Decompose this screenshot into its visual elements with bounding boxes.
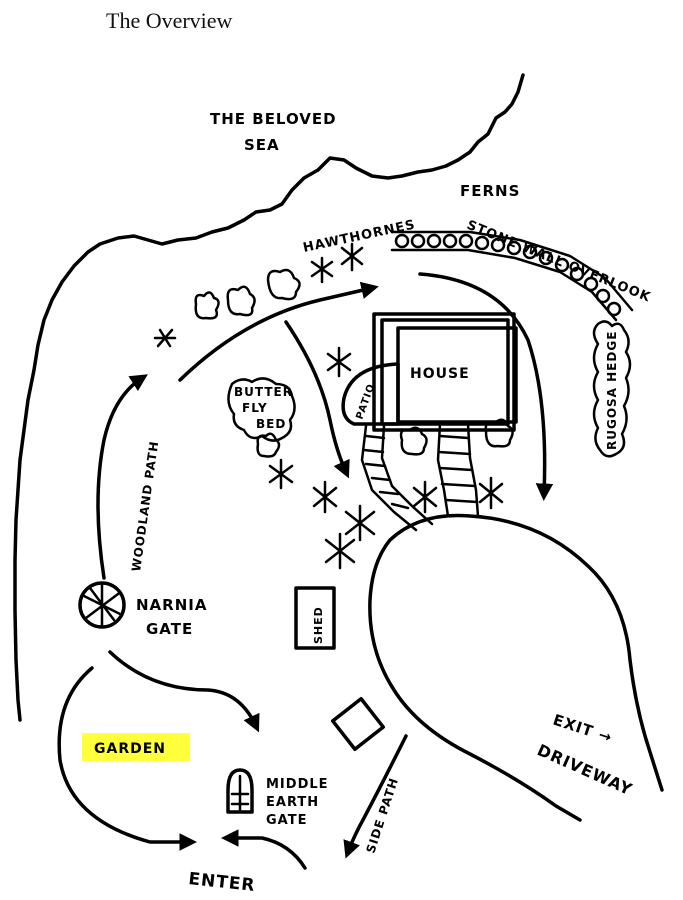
label-stone-wall-overlook: STONE WALL OVERLOOK	[465, 218, 653, 306]
page-title: The Overview	[106, 8, 233, 33]
driveway-boundary	[368, 513, 664, 822]
arrow-side-path	[343, 734, 408, 859]
label-butterfly-bed: BUTTER FLY BED	[234, 385, 298, 431]
label-rugosa-hedge: RUGOSA HEDGE	[605, 331, 619, 450]
stone-path-right-stones	[437, 434, 479, 504]
shed-outline	[294, 586, 336, 650]
patio-outline	[341, 362, 400, 426]
label-house: HOUSE	[410, 366, 470, 382]
label-butterfly-line3: BED	[256, 417, 286, 431]
narnia-gate-icon	[78, 581, 126, 629]
arrow-overlook-to-hedge	[418, 272, 554, 501]
garden-highlight	[82, 733, 190, 761]
label-sea-line1: THE BELOVED	[210, 110, 337, 128]
label-narnia-line2: GATE	[146, 620, 193, 638]
stone-wall	[390, 230, 634, 322]
shrubs-dark	[153, 242, 504, 570]
label-narnia-line1: NARNIA	[136, 596, 207, 614]
label-sea: THE BELOVED SEA	[210, 110, 343, 154]
arrow-narnia-to-shed	[108, 650, 260, 733]
label-narnia-gate: NARNIA GATE	[136, 596, 214, 638]
label-garden: GARDEN	[94, 741, 166, 757]
arrow-woodland-path	[96, 374, 148, 580]
label-middle-earth-line1: MIDDLE	[266, 777, 329, 792]
label-shed: SHED	[312, 606, 325, 644]
label-middle-earth-gate: MIDDLE EARTH GATE	[266, 777, 334, 828]
middle-earth-gate-icon	[226, 768, 254, 814]
label-butterfly-line2: FLY	[242, 401, 268, 415]
rugosa-hedge-outline	[592, 320, 632, 458]
arrow-enter-to-garden	[57, 666, 197, 851]
label-ferns: FERNS	[460, 182, 520, 200]
label-middle-earth-line3: GATE	[266, 813, 307, 828]
coastline	[13, 73, 525, 722]
arrow-to-hawthornes	[178, 281, 379, 382]
arrow-butterfly-to-house	[284, 320, 350, 479]
stone-path-left	[360, 424, 434, 532]
shrubs-leafy	[194, 268, 514, 458]
butterfly-bed-outline	[227, 377, 296, 442]
label-sea-line2: SEA	[244, 136, 280, 154]
label-enter: ENTER	[187, 869, 256, 896]
stone-path-left-stones	[362, 434, 410, 510]
label-woodland-path: WOODLAND PATH	[129, 440, 161, 573]
arrow-to-middle-earth	[221, 829, 307, 870]
label-exit-line1: EXIT →	[551, 711, 615, 747]
label-side-path: SIDE PATH	[364, 776, 402, 855]
label-exit-driveway: EXIT →	[551, 711, 615, 747]
house-building	[372, 312, 518, 432]
label-butterfly-line1: BUTTER	[234, 385, 293, 399]
label-middle-earth-line2: EARTH	[266, 795, 319, 810]
small-structure	[330, 696, 386, 752]
label-driveway: DRIVEWAY	[534, 740, 635, 799]
